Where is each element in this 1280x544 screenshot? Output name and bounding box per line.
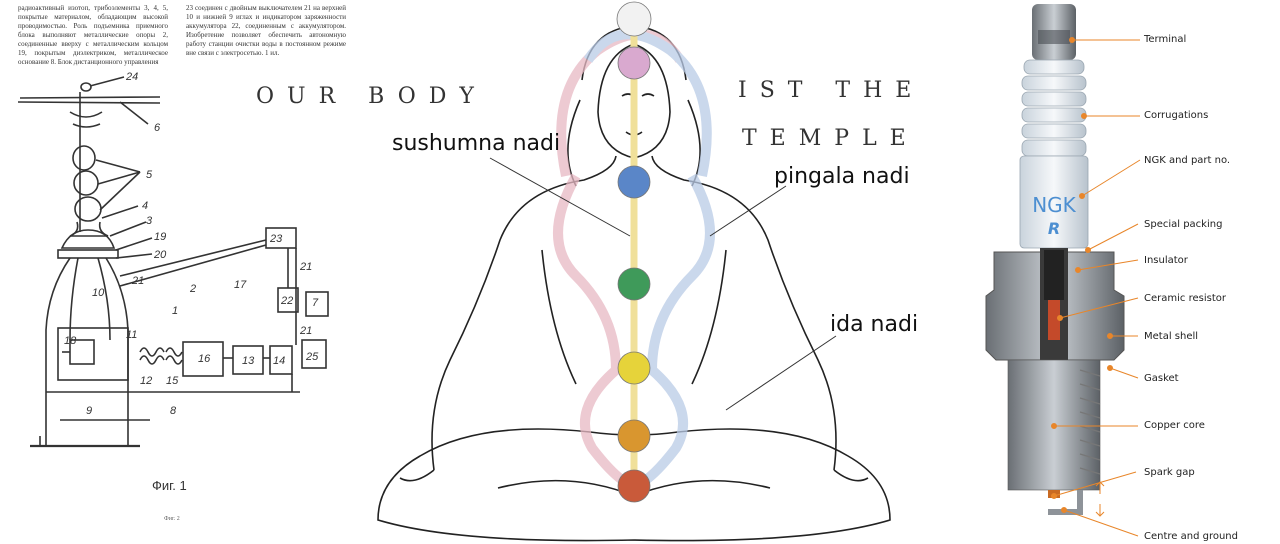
callout-spark-gap: Spark gap [1144,467,1195,478]
patent-label: 21 [299,325,312,337]
pingala-nadi-path [553,173,636,491]
label-ida-nadi: ida nadi [830,312,919,337]
patent-label: 9 [86,405,92,417]
patent-label: 3 [146,215,153,227]
ida-upper-loop [583,29,712,178]
callout-centre-and-ground: Centre and ground [1144,531,1238,542]
patent-label: 12 [140,375,152,387]
figure-caption: Фиг. 1 [152,478,187,493]
headline-ist-the: IST THE [738,78,925,103]
callout-copper-core: Copper core [1144,420,1205,431]
yoga-panel [330,0,1000,544]
patent-label: 21 [299,261,312,273]
chakra-heart [617,267,651,301]
callout-gasket: Gasket [1144,373,1179,384]
corrugations-part [1021,59,1087,157]
block-23 [265,227,297,249]
patent-label: 10 [92,287,105,299]
patent-label: 24 [125,71,138,83]
ceramic-resistor-part [1048,300,1060,340]
patent-label: 13 [242,355,255,367]
head-outline [597,43,671,159]
patent-panel: радиоактивный изотоп, трибоэлементы 3, 4… [0,0,360,544]
ida-pointer [725,335,837,411]
ida-nadi-path [632,173,715,491]
patent-label: 7 [312,297,319,309]
patent-text-right: 23 соединен с двойным выключателем 21 на… [186,4,346,57]
top-ball [80,82,92,92]
block-7 [305,291,329,317]
ring-19 [57,249,119,259]
patent-label: 16 [198,353,211,365]
patent-label: 21 [131,275,144,287]
dome-3 [60,229,116,249]
yoga-figure [377,1,891,542]
chakra-root [617,469,651,503]
chakra-third-eye [617,46,651,80]
patent-label: 8 [170,405,177,417]
chakra-sacral [617,419,651,453]
callout-ngk-part-no: NGK and part no. [1144,155,1231,166]
patent-label: 11 [126,329,137,341]
patent-drawing: 24 6 5 4 3 19 20 21 2 17 1 10 11 18 12 1… [17,71,329,448]
spark-plug-diagram: NGK R [985,4,1141,537]
pingala-pointer [709,185,787,237]
ground-electrode [1048,490,1083,515]
headline-our-body: OUR BODY [256,84,487,109]
legs-outline [377,428,891,542]
brand-sub: R [1048,219,1060,238]
patent-label: 20 [153,249,167,261]
callout-metal-shell: Metal shell [1144,331,1199,342]
callout-terminal: Terminal [1144,34,1187,45]
callout-corrugations: Corrugations [1144,110,1209,121]
figure-page-number: Фиг. 2 [164,516,180,522]
brand-text: NGK [1032,193,1076,217]
label-sushumna-nadi: sushumna nadi [392,131,561,156]
patent-label: 5 [146,169,153,181]
patent-label: 23 [269,233,283,245]
chakra-solar-plexus [617,351,651,385]
chakra-throat [617,165,651,199]
callout-ceramic-resistor: Ceramic resistor [1144,293,1226,304]
tribo-element-5a [72,145,96,171]
block-25 [301,339,327,369]
patent-label: 18 [64,335,77,347]
headline-temple: TEMPLE [742,126,919,151]
label-pingala-nadi: pingala nadi [774,164,910,189]
patent-label: 6 [154,122,161,134]
patent-label: 25 [305,351,319,363]
patent-label: 14 [273,355,285,367]
patent-label: 2 [189,283,196,295]
callout-special-packing: Special packing [1144,219,1223,230]
patent-text-left: радиоактивный изотоп, трибоэлементы 3, 4… [18,4,168,66]
sushumna-pointer [489,157,631,237]
patent-label: 19 [154,231,166,243]
patent-label: 17 [234,279,247,291]
patent-label: 22 [280,295,293,307]
spark-plug-panel: NGK R [960,0,1280,544]
tribo-element-5b [73,170,99,196]
callout-insulator: Insulator [1144,255,1188,266]
callout-dot [1085,247,1091,253]
chakra-crown [616,1,652,37]
patent-label: 1 [172,305,178,317]
patent-label: 15 [166,375,179,387]
patent-label: 4 [142,200,148,212]
